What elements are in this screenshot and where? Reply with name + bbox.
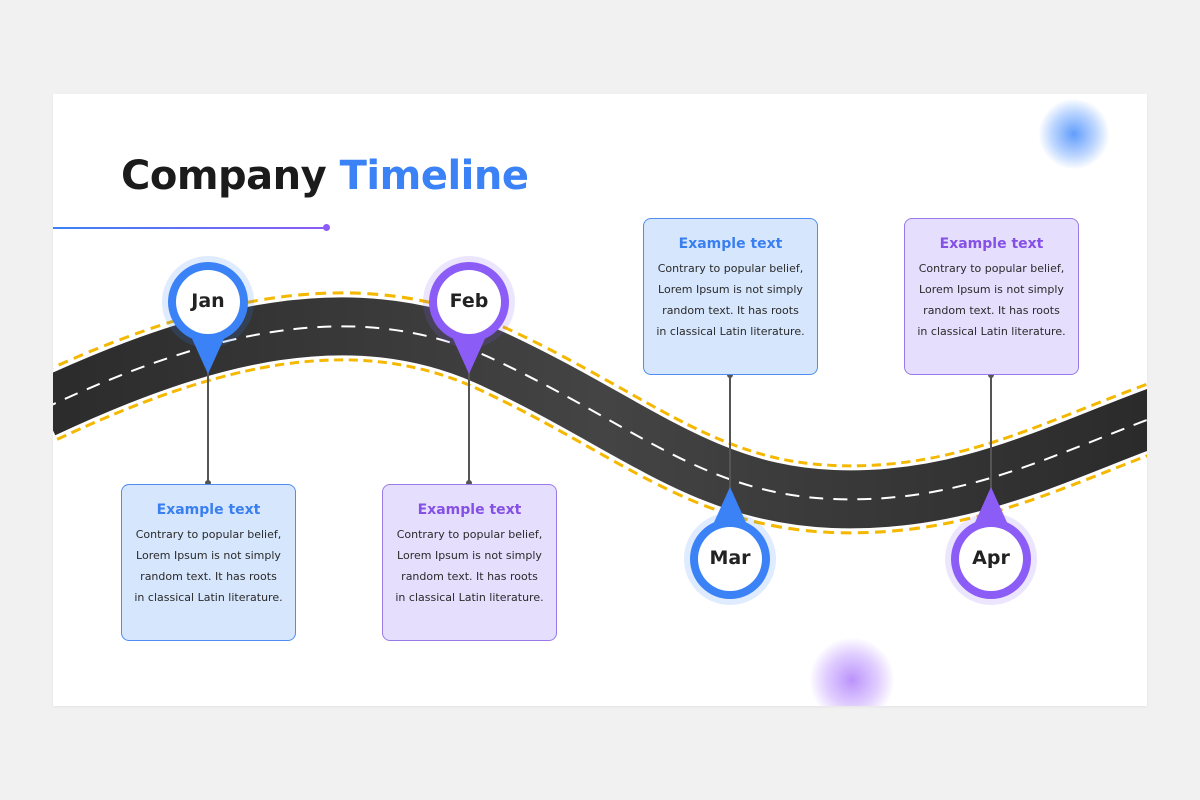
title-underline-dot — [323, 224, 330, 231]
card-feb: Example text Contrary to popular belief,… — [382, 484, 557, 641]
pin-jan: Jan — [162, 256, 254, 375]
card-title: Example text — [678, 236, 783, 252]
card-apr: Example text Contrary to popular belief,… — [904, 218, 1079, 375]
pin-label-apr: Apr — [972, 547, 1010, 569]
card-body: Contrary to popular belief, Lorem Ipsum … — [917, 262, 1066, 338]
connector-line-feb — [468, 372, 470, 484]
connector-dot-apr — [988, 372, 994, 378]
card-title: Example text — [939, 236, 1044, 252]
pin-label-jan: Jan — [191, 290, 225, 312]
pin-feb: Feb — [423, 256, 515, 375]
card-title: Example text — [156, 502, 261, 518]
map-pin-blue-icon — [162, 256, 254, 374]
pin-label-mar: Mar — [709, 547, 751, 569]
map-pin-purple-icon — [423, 256, 515, 374]
map-pin-purple-icon — [945, 487, 1037, 605]
pin-label-feb: Feb — [449, 290, 489, 312]
card-body: Contrary to popular belief, Lorem Ipsum … — [395, 528, 544, 604]
connector-line-mar — [729, 376, 731, 496]
connector-dot-feb — [466, 480, 472, 486]
card-body: Contrary to popular belief, Lorem Ipsum … — [134, 528, 283, 604]
connector-dot-mar — [727, 372, 733, 378]
map-pin-blue-icon — [684, 487, 776, 605]
pin-apr: Apr — [945, 486, 1037, 605]
title-accent: Timeline — [339, 153, 529, 199]
connector-line-jan — [207, 372, 209, 484]
timeline-slide: Company Timeline Jan — [53, 94, 1147, 706]
title-underline — [53, 227, 326, 229]
slide-title: Company Timeline — [121, 153, 529, 199]
connector-line-apr — [990, 376, 992, 496]
pin-mar: Mar — [684, 486, 776, 605]
connector-dot-jan — [205, 480, 211, 486]
decorative-purple-glow — [810, 638, 894, 706]
card-jan: Example text Contrary to popular belief,… — [121, 484, 296, 641]
card-body: Contrary to popular belief, Lorem Ipsum … — [656, 262, 805, 338]
decorative-blue-glow — [1039, 99, 1109, 169]
card-mar: Example text Contrary to popular belief,… — [643, 218, 818, 375]
title-main: Company — [121, 153, 327, 199]
card-title: Example text — [417, 502, 522, 518]
